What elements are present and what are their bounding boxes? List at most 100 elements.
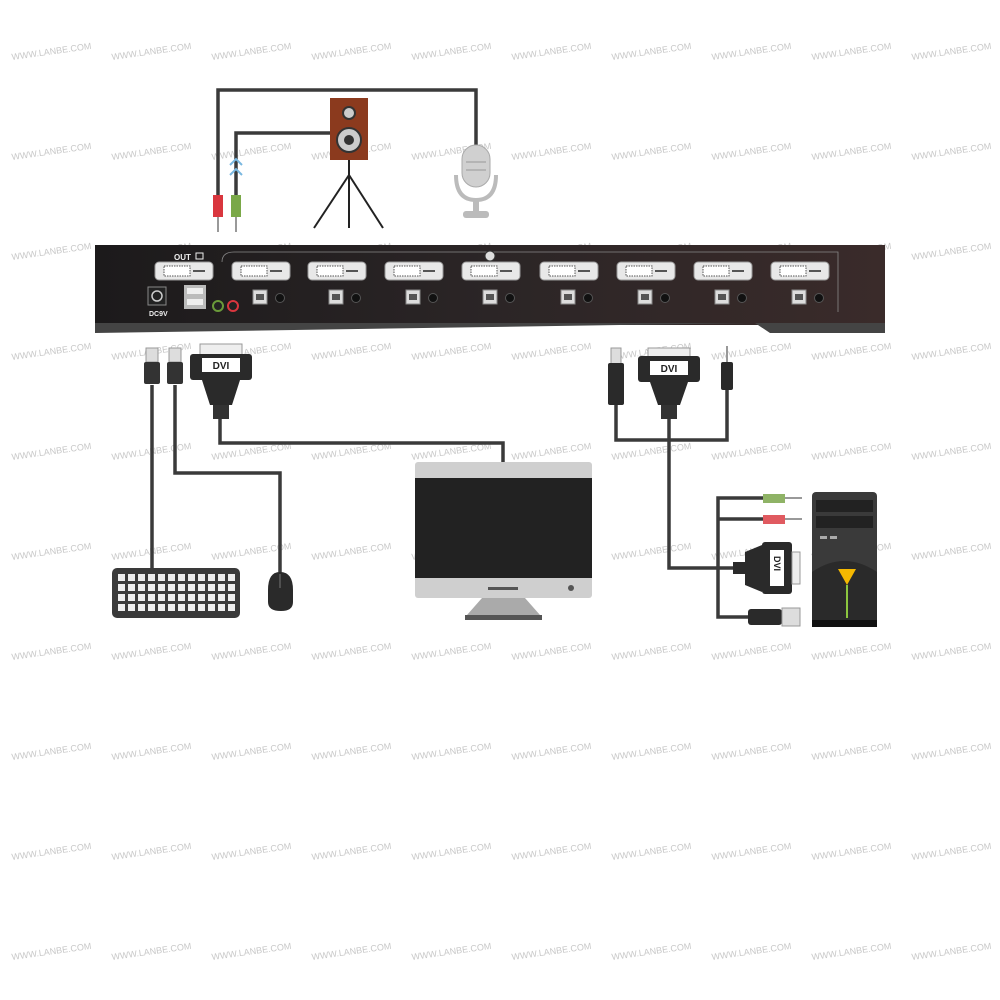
usb-b-port[interactable]: [637, 289, 653, 305]
dvi-input-port[interactable]: [616, 261, 676, 281]
watermark-text: WWW.LANBE.COM: [211, 141, 292, 162]
usb-a-ports[interactable]: [184, 285, 206, 309]
audio-jack[interactable]: [660, 293, 670, 303]
dvi-plug-pc-icon: DVI: [733, 542, 801, 594]
key: [118, 604, 125, 611]
power-port[interactable]: [147, 286, 167, 306]
usb-b-port[interactable]: [328, 289, 344, 305]
usb-plug-mouse-icon: [167, 347, 183, 384]
audio-jack[interactable]: [275, 293, 285, 303]
watermark-text: WWW.LANBE.COM: [911, 641, 992, 662]
usb-b-port[interactable]: [252, 289, 268, 305]
key: [138, 584, 145, 591]
watermark-text: WWW.LANBE.COM: [811, 941, 892, 962]
key: [138, 594, 145, 601]
watermark-text: WWW.LANBE.COM: [611, 741, 692, 762]
key: [198, 594, 205, 601]
watermark-text: WWW.LANBE.COM: [311, 941, 392, 962]
key: [168, 574, 175, 581]
key: [128, 574, 135, 581]
watermark-text: WWW.LANBE.COM: [911, 541, 992, 562]
key: [118, 584, 125, 591]
watermark-text: WWW.LANBE.COM: [911, 341, 992, 362]
watermark-text: WWW.LANBE.COM: [111, 41, 192, 62]
watermark-text: WWW.LANBE.COM: [811, 641, 892, 662]
key: [148, 584, 155, 591]
key: [218, 604, 225, 611]
key: [208, 584, 215, 591]
key: [118, 594, 125, 601]
key: [128, 594, 135, 601]
watermark-text: WWW.LANBE.COM: [611, 641, 692, 662]
usb-b-plug-icon: [608, 347, 624, 405]
watermark-text: WWW.LANBE.COM: [411, 841, 492, 862]
audio-jack[interactable]: [583, 293, 593, 303]
watermark-text: WWW.LANBE.COM: [511, 841, 592, 862]
dvi-label-pc: DVI: [772, 556, 782, 571]
key: [188, 594, 195, 601]
speaker-jack[interactable]: [212, 300, 224, 312]
dvi-input-port[interactable]: [461, 261, 521, 281]
key: [168, 604, 175, 611]
input-port-group-5: [539, 261, 599, 305]
mouse-icon: [268, 572, 293, 611]
usb-b-port[interactable]: [791, 289, 807, 305]
watermark-text: WWW.LANBE.COM: [911, 941, 992, 962]
key: [208, 594, 215, 601]
key: [188, 604, 195, 611]
usb-b-port[interactable]: [482, 289, 498, 305]
watermark-text: WWW.LANBE.COM: [211, 641, 292, 662]
key: [198, 604, 205, 611]
audio-jack[interactable]: [814, 293, 824, 303]
watermark-text: WWW.LANBE.COM: [311, 41, 392, 62]
audio-jack[interactable]: [351, 293, 361, 303]
watermark-text: WWW.LANBE.COM: [511, 941, 592, 962]
watermark-text: WWW.LANBE.COM: [711, 41, 792, 62]
usb-b-port[interactable]: [405, 289, 421, 305]
microphone-icon: [454, 144, 498, 218]
watermark-text: WWW.LANBE.COM: [811, 141, 892, 162]
watermark-text: WWW.LANBE.COM: [911, 841, 992, 862]
key: [198, 574, 205, 581]
watermark-text: WWW.LANBE.COM: [711, 441, 792, 462]
watermark-text: WWW.LANBE.COM: [711, 341, 792, 362]
dvi-input-port[interactable]: [231, 261, 291, 281]
input-port-group-7: [693, 261, 753, 305]
dvi-input-port[interactable]: [384, 261, 444, 281]
usb-b-port[interactable]: [560, 289, 576, 305]
dvi-input-port[interactable]: [693, 261, 753, 281]
watermark-text: WWW.LANBE.COM: [711, 841, 792, 862]
dvi-output-port[interactable]: [154, 261, 214, 281]
watermark-text: WWW.LANBE.COM: [411, 641, 492, 662]
console-cables: [150, 385, 505, 574]
dvi-plug-kvm-icon: DVI: [638, 347, 700, 419]
kvm-switch-rear-panel: OUT DC9V: [95, 245, 885, 333]
key: [228, 594, 235, 601]
computer-tower-icon: [812, 492, 877, 627]
watermark-text: WWW.LANBE.COM: [311, 641, 392, 662]
audio-jack[interactable]: [505, 293, 515, 303]
watermark-text: WWW.LANBE.COM: [611, 841, 692, 862]
audio-jack[interactable]: [737, 293, 747, 303]
key: [148, 604, 155, 611]
audio-cables-top: [216, 88, 478, 198]
key: [208, 574, 215, 581]
dvi-input-port[interactable]: [539, 261, 599, 281]
mic-jack[interactable]: [227, 300, 239, 312]
watermark-text: WWW.LANBE.COM: [611, 441, 692, 462]
watermark-text: WWW.LANBE.COM: [911, 141, 992, 162]
dvi-label-right: DVI: [661, 364, 678, 375]
watermark-text: WWW.LANBE.COM: [411, 941, 492, 962]
dvi-input-port[interactable]: [770, 261, 830, 281]
usb-b-port[interactable]: [714, 289, 730, 305]
watermark-text: WWW.LANBE.COM: [211, 741, 292, 762]
watermark-text: WWW.LANBE.COM: [111, 941, 192, 962]
audio-jack[interactable]: [428, 293, 438, 303]
dvi-input-port[interactable]: [307, 261, 367, 281]
watermark-text: WWW.LANBE.COM: [711, 741, 792, 762]
watermark-text: WWW.LANBE.COM: [11, 741, 92, 762]
watermark-text: WWW.LANBE.COM: [111, 141, 192, 162]
key: [138, 604, 145, 611]
watermark-text: WWW.LANBE.COM: [511, 741, 592, 762]
